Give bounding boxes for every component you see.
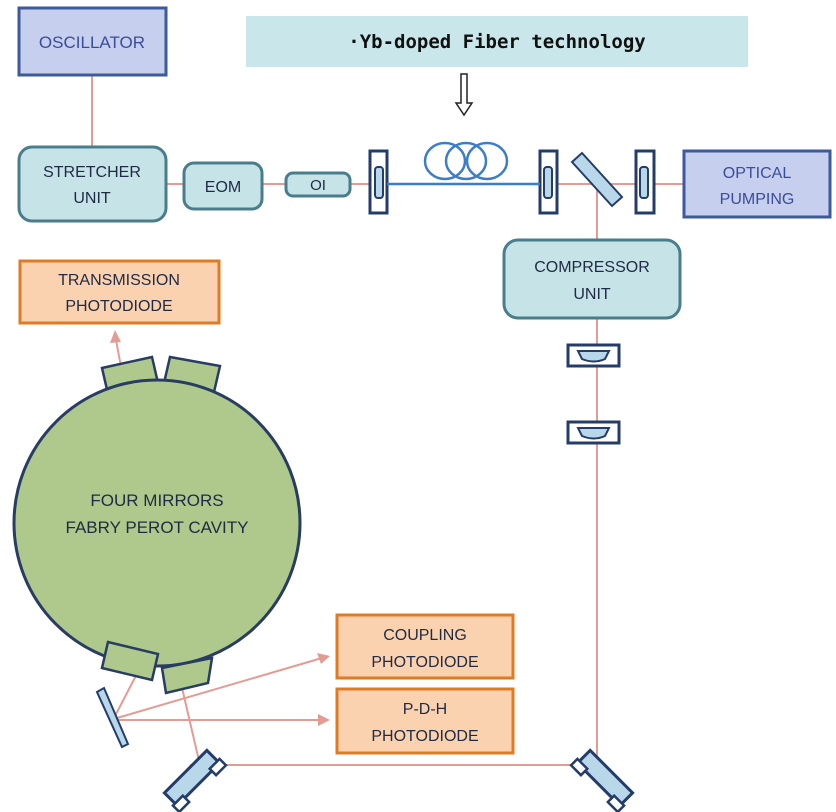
cavity-label-line1: FOUR MIRRORS — [90, 491, 223, 510]
optical-pumping-block — [682, 149, 832, 219]
stretcher-label-line1: STRETCHER — [43, 164, 141, 181]
beam-paths — [91, 75, 684, 780]
optical-pumping-label-line2: PUMPING — [720, 191, 795, 208]
down-arrow-icon — [454, 73, 474, 117]
arrowhead-coupling — [317, 653, 330, 664]
transmission-pd-label-line2: PHOTODIODE — [65, 298, 172, 315]
cavity-mirror-bottom-left — [100, 640, 160, 682]
oscillator-block — [17, 6, 168, 77]
coupling-photodiode-block — [335, 613, 515, 680]
dichroic-mirror — [570, 151, 624, 208]
eom-block — [182, 161, 264, 211]
pumping-mirror — [634, 149, 656, 215]
coupling-pd-label-line1: COUPLING — [383, 627, 467, 644]
cavity-mirror-bottom-right — [160, 656, 214, 695]
fiber-output-mirror — [538, 149, 559, 215]
cavity-label-line2: FABRY PEROT CAVITY — [66, 518, 249, 537]
transmission-photodiode-block — [18, 259, 221, 325]
stretcher-unit-block — [17, 145, 168, 223]
compressor-label-line1: COMPRESSOR — [534, 259, 650, 276]
fiber-input-mirror — [368, 149, 389, 215]
steering-mirror-bottom-right — [569, 748, 635, 812]
arrowhead-transmission — [110, 330, 121, 343]
oscillator-label: OSCILLATOR — [39, 33, 145, 52]
fiber-coil-icon — [387, 141, 540, 186]
four-mirrors-fabry-perot-cavity — [12, 378, 302, 668]
fiber-tech-banner-text: ·Yb-doped Fiber technology — [348, 31, 645, 53]
compressor-unit-block — [502, 238, 682, 320]
arrowhead-pdh — [318, 714, 330, 726]
pickoff-wedge-mirror — [95, 686, 130, 749]
coupling-pd-label-line2: PHOTODIODE — [371, 654, 478, 671]
optical-pumping-label-line1: OPTICAL — [723, 165, 792, 182]
compressor-label-line2: UNIT — [573, 286, 611, 303]
fiber-tech-banner — [246, 16, 748, 67]
beam-to-coupling-pd — [116, 657, 323, 719]
lens-lower — [566, 420, 621, 445]
steering-mirror-bottom-left — [162, 748, 228, 812]
transmission-pd-label-line1: TRANSMISSION — [58, 272, 180, 289]
pdh-pd-label-line2: PHOTODIODE — [371, 728, 478, 745]
optical-isolator-block — [284, 171, 352, 198]
pdh-pd-label-line1: P-D-H — [403, 701, 447, 718]
oi-label: OI — [310, 177, 326, 194]
lens-upper — [566, 343, 621, 368]
stretcher-label-line2: UNIT — [73, 190, 111, 207]
pdh-photodiode-block — [335, 687, 515, 755]
eom-label: EOM — [205, 179, 241, 196]
beam-arrowheads — [110, 330, 330, 726]
